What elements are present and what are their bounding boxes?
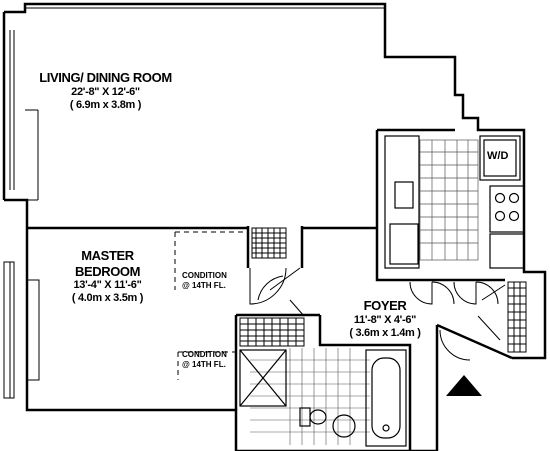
washer-dryer-label: W/D <box>487 150 509 162</box>
living-room-label: LIVING/ DINING ROOM 22'-8" X 12'-6" ( 6.… <box>18 70 193 112</box>
kitchen-tile-grid <box>419 139 479 261</box>
bedroom-dim-imperial: 13'-4" X 11'-6" <box>73 279 142 292</box>
bathtub <box>365 349 407 447</box>
condition-note-2-line2: @ 14TH FL. <box>182 359 226 369</box>
bathroom-tile <box>250 348 370 445</box>
bedroom-name-line2: BEDROOM <box>74 263 141 279</box>
foyer-dim-metric: ( 3.6m x 1.4m ) <box>349 326 421 339</box>
condition-note-2: CONDITION @ 14TH FL. <box>182 350 227 369</box>
washer-dryer-box <box>479 135 521 181</box>
bedroom-name-line1: MASTER <box>81 248 134 263</box>
closet-shelving-3 <box>507 281 527 353</box>
condition-note-1-line2: @ 14TH FL. <box>182 280 226 290</box>
kitchen-counter <box>384 135 420 269</box>
living-room-dim-metric: ( 6.9m x 3.8m ) <box>69 98 142 111</box>
window-bedroom <box>3 261 40 399</box>
condition-note-1: CONDITION @ 14TH FL. <box>182 271 227 290</box>
sink <box>332 414 356 438</box>
living-room-dim-imperial: 22'-8" X 12'-6" <box>71 85 140 98</box>
closet-shelving-1 <box>251 227 287 259</box>
condition-note-2-line1: CONDITION <box>182 350 227 359</box>
foyer-name: FOYER <box>363 298 407 313</box>
window-living <box>9 30 39 201</box>
living-room-name: LIVING/ DINING ROOM <box>39 70 172 85</box>
condition-dashed-lines <box>174 231 248 380</box>
condition-note-1-line1: CONDITION <box>182 271 227 280</box>
door-swings <box>249 267 506 361</box>
foyer-label: FOYER 11'-8" X 4'-6" ( 3.6m x 1.4m ) <box>325 298 445 340</box>
bedroom-label: MASTER BEDROOM 13'-4" X 11'-6" ( 4.0m x … <box>50 248 165 306</box>
shower-stall <box>239 349 287 407</box>
closet-shelving-2 <box>239 317 305 347</box>
toilet <box>299 407 327 427</box>
stove <box>489 185 525 269</box>
bedroom-dim-metric: ( 4.0m x 3.5m ) <box>71 292 144 305</box>
triangle-icon <box>446 375 482 396</box>
foyer-dim-imperial: 11'-8" X 4'-6" <box>353 313 417 326</box>
interior-walls <box>27 128 513 451</box>
